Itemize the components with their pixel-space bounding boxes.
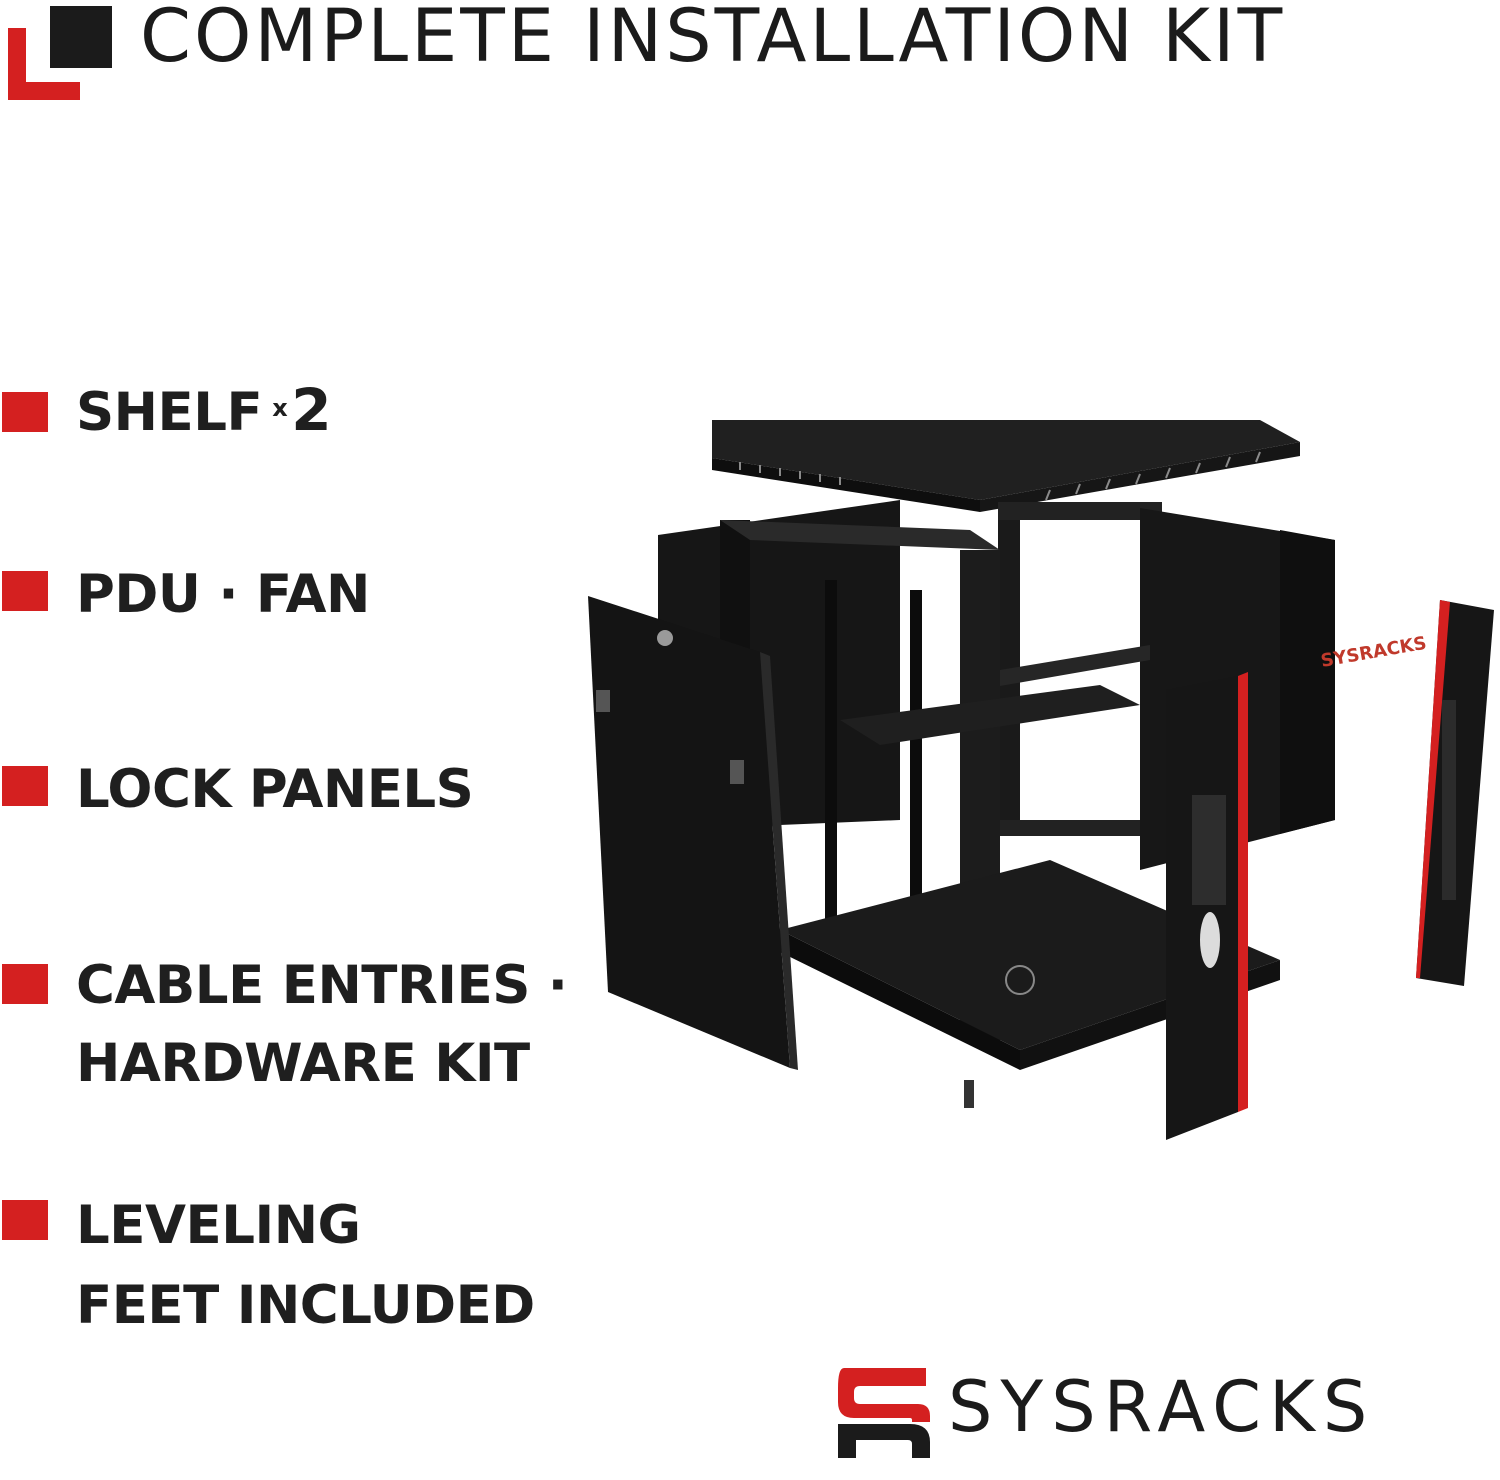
- feature-label: LOCK PANELS: [76, 759, 474, 820]
- bullet-square-icon: [2, 392, 48, 432]
- quantity-prefix: x: [272, 394, 288, 422]
- quantity-value: 2: [291, 376, 332, 444]
- feature-label-line-1: CABLE ENTRIES ·: [76, 955, 568, 1016]
- right-side-panel: SYSRACKS: [1319, 600, 1494, 986]
- bullet-square-icon: [2, 964, 48, 1004]
- left-side-door: [588, 596, 798, 1070]
- sysracks-logo-icon: [838, 1368, 930, 1458]
- feature-label: SHELF: [76, 382, 263, 443]
- pdu-strip: [1000, 645, 1150, 686]
- front-door: [1166, 672, 1248, 1140]
- exploded-cabinet-illustration: SYSRACKS: [588, 420, 1494, 1140]
- shelf: [840, 685, 1140, 745]
- top-cover: [712, 420, 1300, 512]
- feature-label: PDU · FAN: [76, 564, 370, 625]
- page-title: COMPLETE INSTALLATION KIT: [140, 0, 1286, 79]
- brand-logo: SYSRACKS: [830, 1360, 1470, 1460]
- corner-logo-mark-icon: [8, 6, 112, 100]
- bullet-square-icon: [2, 571, 48, 611]
- feature-label-line-2: HARDWARE KIT: [76, 1033, 530, 1094]
- bullet-square-icon: [2, 766, 48, 806]
- bullet-square-icon: [2, 1200, 48, 1240]
- panel-brand-label: SYSRACKS: [1319, 633, 1428, 672]
- feature-label-line-1: LEVELING: [76, 1195, 361, 1256]
- feature-label-line-2: FEET INCLUDED: [76, 1275, 535, 1336]
- brand-name: SYSRACKS: [948, 1366, 1376, 1448]
